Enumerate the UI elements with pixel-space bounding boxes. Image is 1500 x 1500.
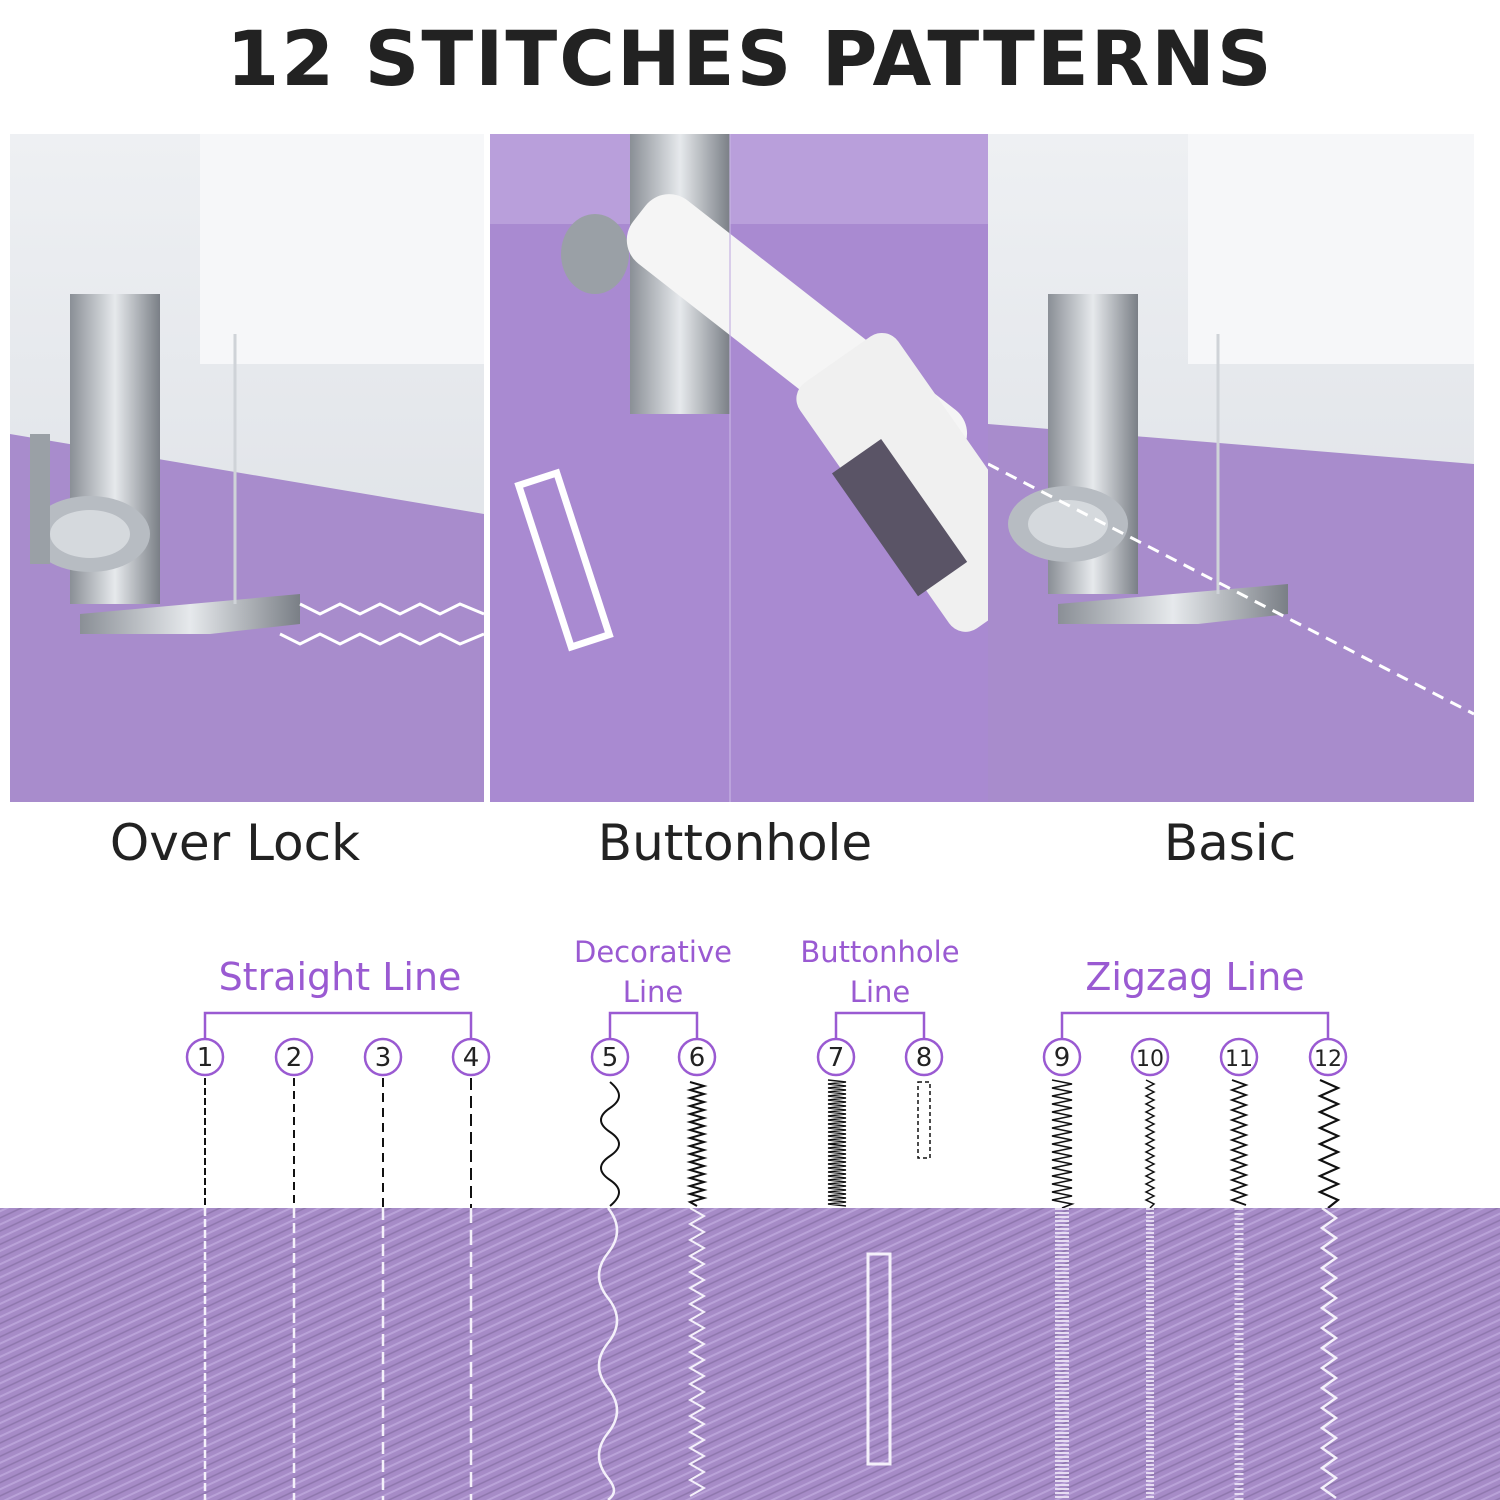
stitch-number: 3 [375, 1043, 392, 1073]
stitch-number-circle [816, 1037, 856, 1077]
photo-buttonhole [490, 134, 1000, 802]
stitch-6-sample [686, 1081, 708, 1207]
photo-over-lock [10, 134, 484, 802]
page-title: 12 STITCHES PATTERNS [226, 14, 1274, 103]
caption-basic: Basic [1163, 814, 1297, 872]
stitch-number-circle [1308, 1037, 1348, 1077]
group-label-buttonhole: Buttonhole Line [800, 935, 960, 1009]
stitch-number-circle [363, 1037, 403, 1077]
bracket-decorative [608, 1011, 699, 1038]
stitch-number: 5 [602, 1043, 619, 1073]
caption-buttonhole: Buttonhole [597, 814, 873, 872]
group-label-decorative: Decorative Line [574, 935, 732, 1009]
group-label-zigzag: Zigzag Line [1085, 955, 1305, 999]
stitch-number: 8 [916, 1043, 933, 1073]
stitch-number: 4 [463, 1043, 480, 1073]
stitch-12-sample [1317, 1078, 1341, 1209]
stitch-number: 1 [197, 1043, 214, 1073]
caption-over-lock: Over Lock [109, 814, 361, 872]
sewn-stitch-6 [687, 1208, 707, 1497]
stitch-8-sample [917, 1081, 931, 1159]
sewn-stitch-5 [597, 1208, 619, 1500]
stitch-number-circle [904, 1037, 944, 1077]
stitch-11-sample [1229, 1079, 1249, 1206]
stitch-7-sample [827, 1079, 847, 1207]
stitch-number: 11 [1225, 1047, 1253, 1072]
stitch-number-circle [274, 1037, 314, 1077]
stitch-number: 2 [286, 1043, 303, 1073]
stitch-number: 9 [1054, 1043, 1071, 1073]
bracket-zigzag [1060, 1011, 1330, 1038]
stitch-number: 6 [689, 1043, 706, 1073]
stitch-number-circle [1130, 1037, 1170, 1077]
stitch-number-circle [590, 1037, 630, 1077]
stitch-number-circle [451, 1037, 491, 1077]
sewn-stitch-12 [1319, 1208, 1339, 1500]
stitch-number: 7 [828, 1043, 845, 1073]
group-label-straight: Straight Line [218, 955, 462, 999]
bracket-straight [203, 1011, 473, 1038]
photo-basic [988, 134, 1474, 802]
stitch-10-sample [1144, 1079, 1156, 1209]
bracket-buttonhole [834, 1011, 926, 1038]
stitch-9-sample [1051, 1079, 1075, 1209]
stitch-number-circle [1219, 1037, 1259, 1077]
fabric-sample [0, 1208, 1500, 1500]
sewn-buttonhole [866, 1252, 892, 1466]
stitch-number-circle [185, 1037, 225, 1077]
stitch-5-sample [600, 1081, 620, 1207]
stitch-number-circle [677, 1037, 717, 1077]
stitch-number: 12 [1314, 1047, 1342, 1072]
stitch-number-circle [1042, 1037, 1082, 1077]
stitch-number: 10 [1136, 1047, 1164, 1072]
